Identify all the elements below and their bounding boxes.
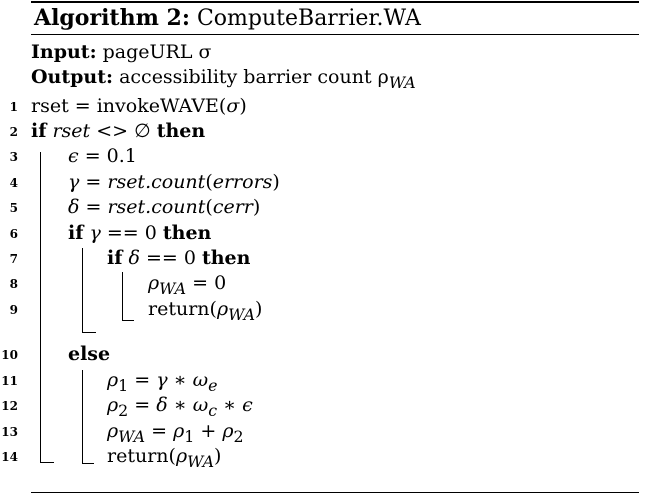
- line-number: 1: [9, 100, 18, 114]
- code-line: ρ2 = δ ∗ ωc ∗ ϵ: [107, 394, 253, 420]
- code-line: return(ρWA): [107, 445, 222, 471]
- code-line: else: [68, 343, 111, 365]
- line-number: 9: [9, 303, 18, 317]
- line-number: 13: [1, 425, 18, 439]
- line-number: 11: [1, 374, 18, 388]
- code-line: ϵ = 0.1: [68, 145, 137, 167]
- output-label: Output:: [31, 66, 114, 88]
- input-line: Input: pageURL σ: [31, 40, 211, 64]
- line-number: 12: [1, 399, 18, 413]
- code-line: rset = invokeWAVE(σ): [31, 95, 247, 117]
- output-sub: WA: [388, 72, 416, 92]
- caption-rule: [31, 34, 639, 36]
- line-number: 2: [9, 125, 18, 139]
- algorithm-caption: Algorithm 2: ComputeBarrier.WA: [34, 5, 421, 31]
- input-text: pageURL σ: [102, 41, 212, 63]
- code-line: if rset <> ∅ then: [31, 120, 206, 142]
- code-line: ρ1 = γ ∗ ωe: [107, 369, 218, 395]
- code-line: return(ρWA): [148, 298, 263, 324]
- line-number: 10: [1, 348, 18, 362]
- line-number: 6: [9, 227, 18, 241]
- block-end-if-gamma: [82, 332, 96, 334]
- line-number: 7: [9, 252, 18, 266]
- top-rule: [31, 1, 639, 3]
- block-end-if-rset: [40, 462, 54, 464]
- code-line: γ = rset.count(errors): [68, 171, 280, 193]
- code-line: if γ == 0 then: [68, 222, 212, 244]
- code-line: ρWA = ρ1 + ρ2: [107, 420, 244, 446]
- block-bar-if-delta: [122, 272, 124, 320]
- block-bar-else: [82, 370, 84, 463]
- block-bar-if-gamma: [82, 248, 84, 332]
- line-number: 5: [9, 201, 18, 215]
- block-bar-if-rset: [40, 152, 42, 462]
- output-line: Output: accessibility barrier count ρWA: [31, 65, 416, 95]
- code-line: ρWA = 0: [148, 272, 227, 298]
- output-text: accessibility barrier count ρ: [119, 66, 389, 88]
- block-end-else: [82, 463, 94, 465]
- line-number: 4: [9, 176, 18, 190]
- input-label: Input:: [31, 41, 97, 63]
- caption-name: ComputeBarrier.WA: [196, 6, 421, 31]
- caption-label: Algorithm 2:: [34, 5, 190, 31]
- bottom-rule: [31, 492, 639, 494]
- line-number: 14: [1, 450, 18, 464]
- code-line: if δ == 0 then: [107, 247, 251, 269]
- block-end-if-delta: [122, 320, 134, 322]
- line-number: 3: [9, 150, 18, 164]
- code-line: δ = rset.count(cerr): [68, 196, 261, 218]
- line-number: 8: [9, 277, 18, 291]
